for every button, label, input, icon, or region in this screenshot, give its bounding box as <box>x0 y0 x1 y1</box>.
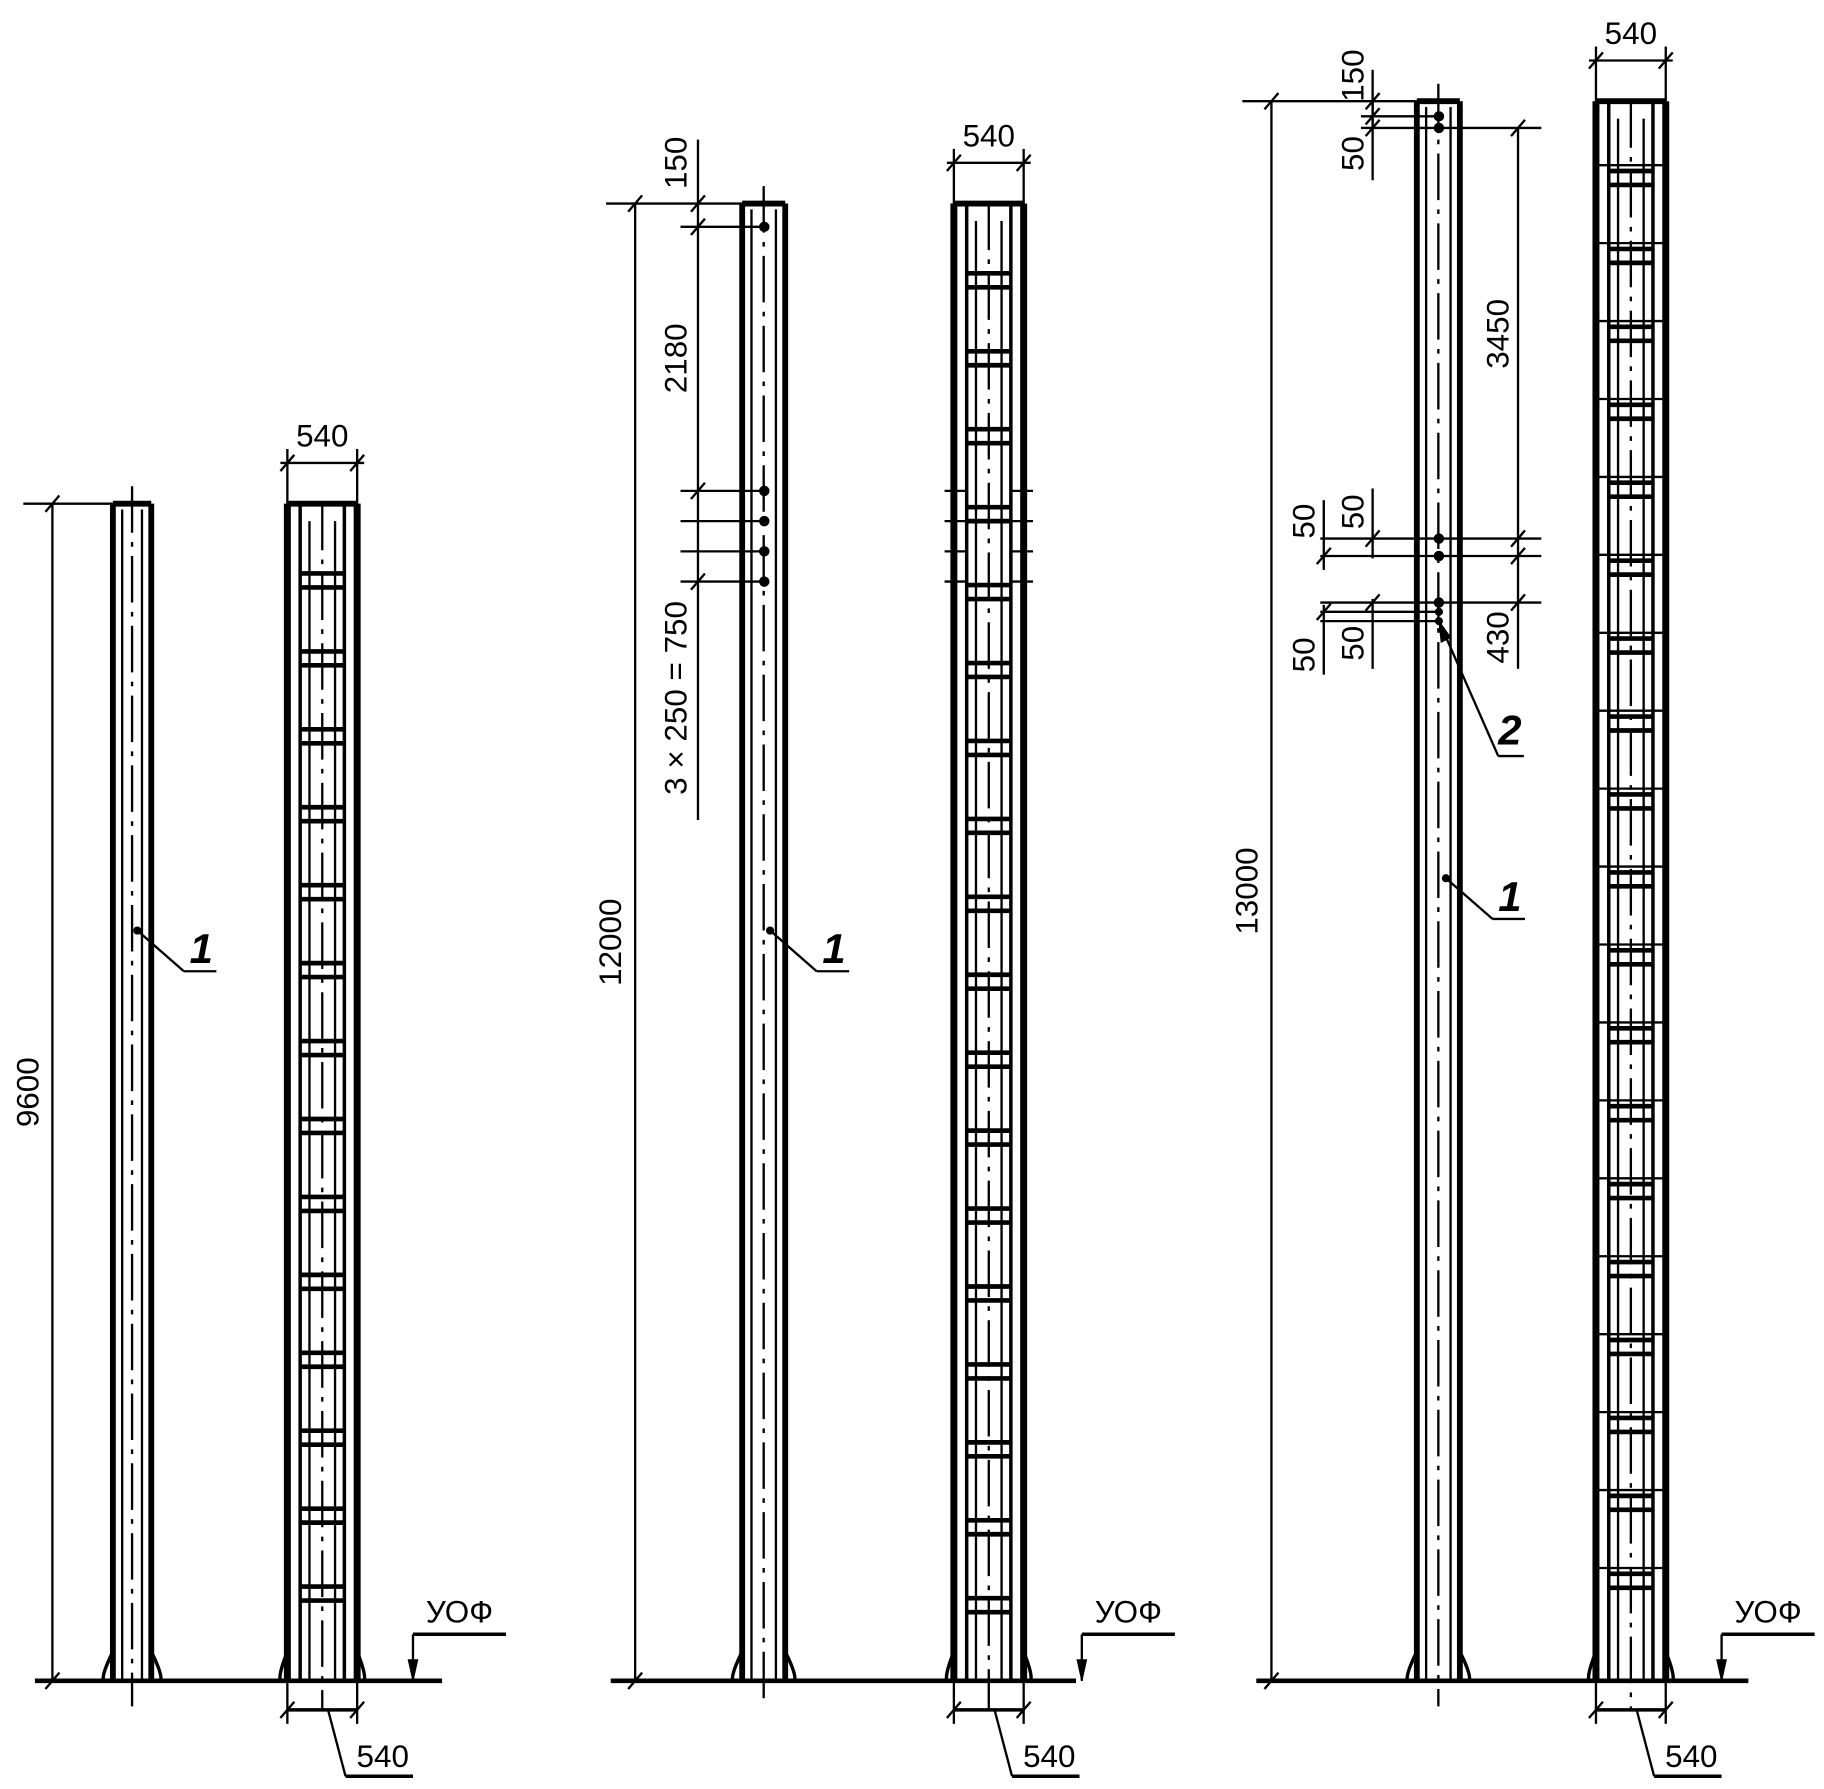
level-label: УОФ <box>1735 1595 1802 1630</box>
height-dimension-label: 13000 <box>1229 847 1264 934</box>
dimension-label: 150 <box>658 137 693 189</box>
dim-tick <box>946 153 962 172</box>
callout-arrow-icon <box>1438 618 1452 643</box>
bolt-hole-dot <box>1433 597 1445 608</box>
callout-label: 2 <box>1497 706 1521 753</box>
callout-label: 1 <box>1498 873 1521 920</box>
dim-tick <box>690 481 706 500</box>
dim-tick <box>1657 51 1674 70</box>
dim-tick <box>1263 92 1280 111</box>
level-label: УОФ <box>1095 1595 1162 1630</box>
dimension-label: 50 <box>1286 637 1321 672</box>
bolt-hole-dot <box>1433 550 1445 562</box>
top-width-label: 540 <box>1605 16 1657 51</box>
callout-label: 1 <box>190 925 213 972</box>
dim-tick <box>1510 547 1526 565</box>
dim-tick <box>1364 529 1381 548</box>
level-arrow-icon <box>1076 1659 1088 1681</box>
dim-tick <box>349 454 366 472</box>
dim-tick <box>1015 1701 1032 1719</box>
top-width-label: 540 <box>296 419 348 454</box>
dim-tick <box>1510 593 1526 612</box>
bolt-hole-dot <box>1433 111 1445 122</box>
base-stiffener <box>944 1651 1033 1683</box>
dim-tick <box>279 1701 296 1719</box>
dim-tick <box>279 454 296 472</box>
dim-tick <box>1315 547 1332 565</box>
dimension-label: 3450 <box>1481 299 1516 369</box>
leader-line <box>993 1709 1014 1777</box>
dim-tick <box>690 194 706 213</box>
bolt-hole-dot <box>759 546 770 557</box>
top-width-label: 540 <box>963 119 1015 154</box>
dim-tick <box>1015 153 1032 172</box>
callout-leader <box>769 929 818 973</box>
base-stiffener <box>278 1651 367 1683</box>
dim-tick <box>690 572 706 591</box>
dimension-label: 50 <box>1286 504 1321 539</box>
dim-tick <box>1588 51 1604 70</box>
dim-tick <box>1657 1701 1674 1719</box>
base-width-label: 540 <box>1023 1739 1075 1774</box>
leader-line <box>326 1709 347 1777</box>
callout-leader <box>136 929 185 973</box>
dimension-label: 50 <box>1335 494 1370 529</box>
dimension-label: 150 <box>1335 49 1370 101</box>
dim-tick <box>946 1701 962 1719</box>
dim-tick <box>349 1701 366 1719</box>
callout-label: 1 <box>822 925 845 972</box>
base-width-label: 540 <box>1665 1739 1717 1774</box>
height-dimension-label: 9600 <box>10 1057 45 1127</box>
dim-tick <box>1510 119 1526 137</box>
base-width-label: 540 <box>357 1739 409 1774</box>
level-arrow-icon <box>407 1659 419 1681</box>
dim-tick <box>1588 1701 1604 1719</box>
bolt-hole-dot <box>759 576 770 587</box>
dim-tick <box>1510 529 1526 548</box>
dim-tick <box>627 194 644 213</box>
bolt-hole-dot <box>759 515 770 527</box>
leader-line <box>1635 1709 1656 1777</box>
dim-tick <box>1364 92 1381 111</box>
dimension-label: 50 <box>1335 136 1370 171</box>
bolt-hole-dot <box>1433 533 1445 544</box>
bolt-hole-dot <box>759 221 770 233</box>
bolt-hole-dot <box>759 485 770 497</box>
callout-leader <box>1437 620 1500 757</box>
dim-tick <box>44 494 61 513</box>
level-arrow-icon <box>1716 1659 1727 1681</box>
dimension-label: 50 <box>1335 626 1370 661</box>
dim-tick <box>690 217 706 236</box>
dim-tick <box>1364 119 1381 137</box>
base-stiffener <box>1586 1651 1675 1683</box>
dimension-label: 430 <box>1481 611 1516 663</box>
height-dimension-label: 12000 <box>593 899 628 986</box>
dimension-label: 2180 <box>658 323 693 393</box>
level-label: УОФ <box>426 1595 493 1630</box>
dimension-label: 3 × 250 = 750 <box>658 601 693 795</box>
callout-leader <box>1445 877 1494 920</box>
dim-tick <box>1364 107 1381 126</box>
bolt-hole-dot <box>1434 607 1444 616</box>
